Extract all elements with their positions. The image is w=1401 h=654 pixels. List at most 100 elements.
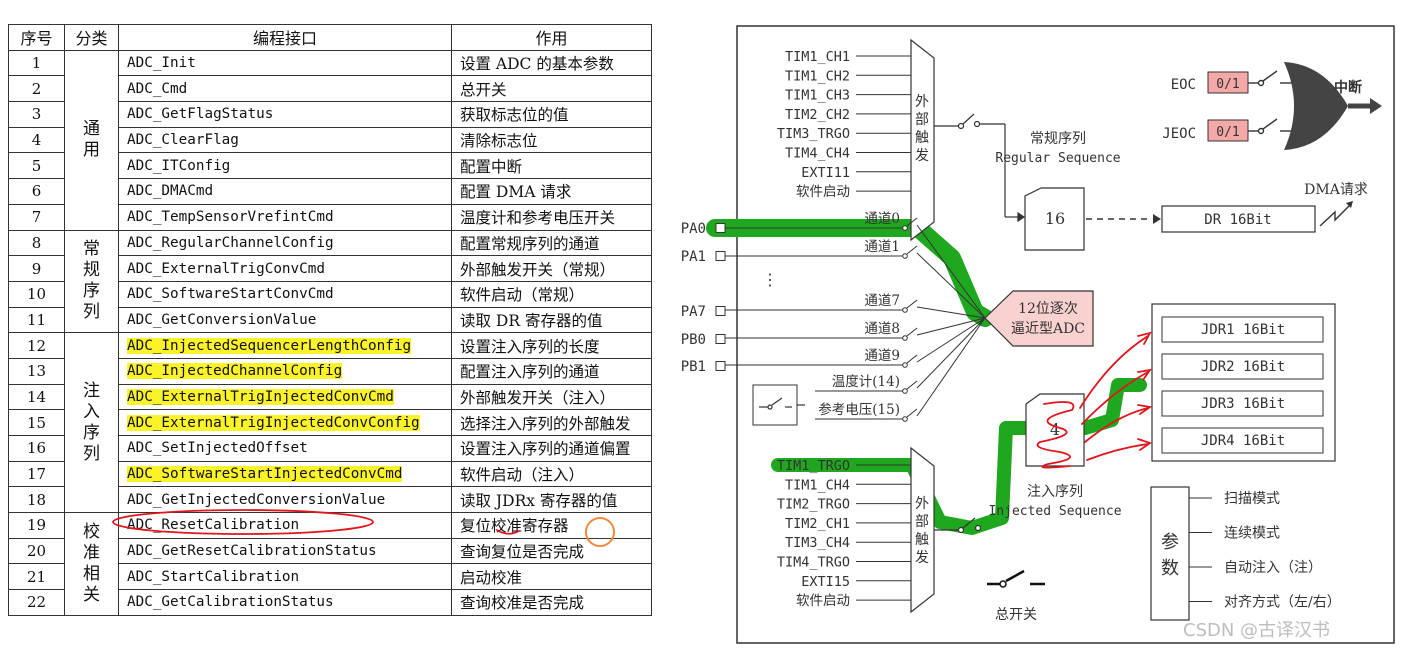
row-index: 9 <box>8 255 65 282</box>
eoc-label: EOC <box>1171 77 1196 93</box>
category-cell: 常 规 序 列 <box>64 229 119 334</box>
red-arrow-jdr2 <box>1081 371 1149 425</box>
channel-label: 通道7 <box>864 293 900 309</box>
trigger-label: TIM1_CH1 <box>785 49 850 65</box>
channel-label: 通道9 <box>864 348 900 364</box>
api-cell: ADC_GetConversionValue <box>118 306 452 334</box>
regular-seq-box <box>1024 187 1085 251</box>
dma-lightning-tip <box>1346 201 1353 208</box>
watermark: CSDN @古译汉书 <box>1183 620 1331 641</box>
channel-label: 通道1 <box>864 239 900 255</box>
api-cell: ADC_SetInjectedOffset <box>118 435 452 462</box>
api-name: ADC_ResetCalibration <box>127 517 300 534</box>
master-switch-icon <box>987 569 1045 588</box>
jdr-label: JDR1 16Bit <box>1201 322 1285 338</box>
eoc-flag-value: 0/1 <box>1216 77 1239 92</box>
master-switch-label: 总开关 <box>995 607 1037 623</box>
jdr-register <box>1161 427 1324 454</box>
channel-switch-node <box>902 388 908 394</box>
row-index: 19 <box>8 512 65 539</box>
pin-terminal <box>715 223 726 233</box>
row-index: 16 <box>8 435 65 462</box>
api-name: ADC_SoftwareStartInjectedConvCmd <box>127 466 403 483</box>
injected-trigger-mux <box>910 446 935 614</box>
pin-label: PB1 <box>681 359 706 375</box>
injected-seq-cn: 注入序列 <box>1027 484 1083 500</box>
red-annotations <box>112 331 1153 535</box>
purpose-cell: 配置 DMA 请求 <box>451 178 652 205</box>
header-index: 序号 <box>8 24 65 51</box>
trigger-label: TIM2_CH1 <box>785 516 850 532</box>
api-name: ADC_InjectedChannelConfig <box>127 363 343 380</box>
flag-switches <box>1248 70 1292 135</box>
jdr-register <box>1161 316 1324 343</box>
api-cell: ADC_GetInjectedConversionValue <box>118 486 452 514</box>
pin-label: PA1 <box>681 249 706 265</box>
channel-switch <box>906 408 918 418</box>
adc-label-line2: 逼近型ADC <box>1011 321 1085 337</box>
temp-vref-switch <box>759 397 805 410</box>
api-cell: ADC_InjectedChannelConfig <box>118 357 452 385</box>
jdr-register <box>1161 390 1324 417</box>
channel-to-adc <box>916 224 986 319</box>
trigger-label: EXTI15 <box>801 574 850 590</box>
pin-label: PB0 <box>681 332 706 348</box>
channel-label: 通道8 <box>864 321 900 337</box>
channel-label: 温度计(14) <box>832 374 900 390</box>
dma-lightning-icon <box>1319 204 1351 227</box>
trigger-label: TIM4_CH4 <box>785 146 850 162</box>
api-cell: ADC_ITConfig <box>118 152 452 180</box>
injected-ext-trigger-label: 外部触发 <box>915 496 929 566</box>
api-name: ADC_GetCalibrationStatus <box>127 594 334 611</box>
api-cell: ADC_GetCalibrationStatus <box>118 589 452 616</box>
red-underline-jdrx <box>496 529 520 535</box>
dr-register <box>1161 205 1316 233</box>
api-cell: ADC_GetResetCalibrationStatus <box>118 537 452 565</box>
channel-switch <box>906 217 918 227</box>
injected-trigger-switch <box>934 517 982 534</box>
header-purpose: 作用 <box>451 24 652 51</box>
category-cell: 校 准 相 关 <box>64 512 119 616</box>
adc-block <box>984 290 1094 347</box>
pin-terminal <box>715 306 726 316</box>
red-circle-row18 <box>112 509 374 535</box>
injected-count: 4 <box>1050 420 1060 439</box>
jeoc-label: JEOC <box>1162 126 1196 142</box>
temp-vref-switch-box <box>752 384 798 426</box>
dma-request-label: DMA请求 <box>1304 182 1368 198</box>
dr-label: DR 16Bit <box>1204 212 1271 228</box>
row-index: 2 <box>8 75 65 103</box>
api-name: ADC_ExternalTrigInjectedConvCmd <box>127 388 394 405</box>
purpose-cell: 获取标志位的值 <box>451 101 652 128</box>
red-arrow-jdr4 <box>1086 443 1149 461</box>
regular-count: 16 <box>1045 209 1065 228</box>
channel-switch-node <box>902 335 908 341</box>
trigger-label: TIM3_CH4 <box>785 535 850 551</box>
regular-trigger-mux <box>910 38 935 242</box>
row-index: 12 <box>8 332 65 359</box>
purpose-cell: 软件启动（注入） <box>451 460 652 488</box>
header-category: 分类 <box>64 24 119 51</box>
channel-switch-node <box>902 307 908 313</box>
channel-switch-node <box>902 225 908 231</box>
red-arrow-jdr3 <box>1084 407 1149 443</box>
api-name: ADC_DMACmd <box>127 183 214 200</box>
api-name: ADC_GetConversionValue <box>127 311 317 328</box>
api-cell: ADC_ClearFlag <box>118 126 452 154</box>
jdr-label: JDR3 16Bit <box>1201 396 1285 412</box>
api-name: ADC_InjectedSequencerLengthConfig <box>127 337 412 354</box>
api-cell: ADC_TempSensorVrefintCmd <box>118 203 452 231</box>
diagram-frame <box>736 25 1395 644</box>
trigger-label: TIM1_CH3 <box>785 88 850 104</box>
row-index: 11 <box>8 306 65 334</box>
channel-switch <box>906 327 918 337</box>
table-header-row: 序号 分类 编程接口 作用 <box>8 24 652 51</box>
purpose-cell: 设置 ADC 的基本参数 <box>451 49 652 77</box>
